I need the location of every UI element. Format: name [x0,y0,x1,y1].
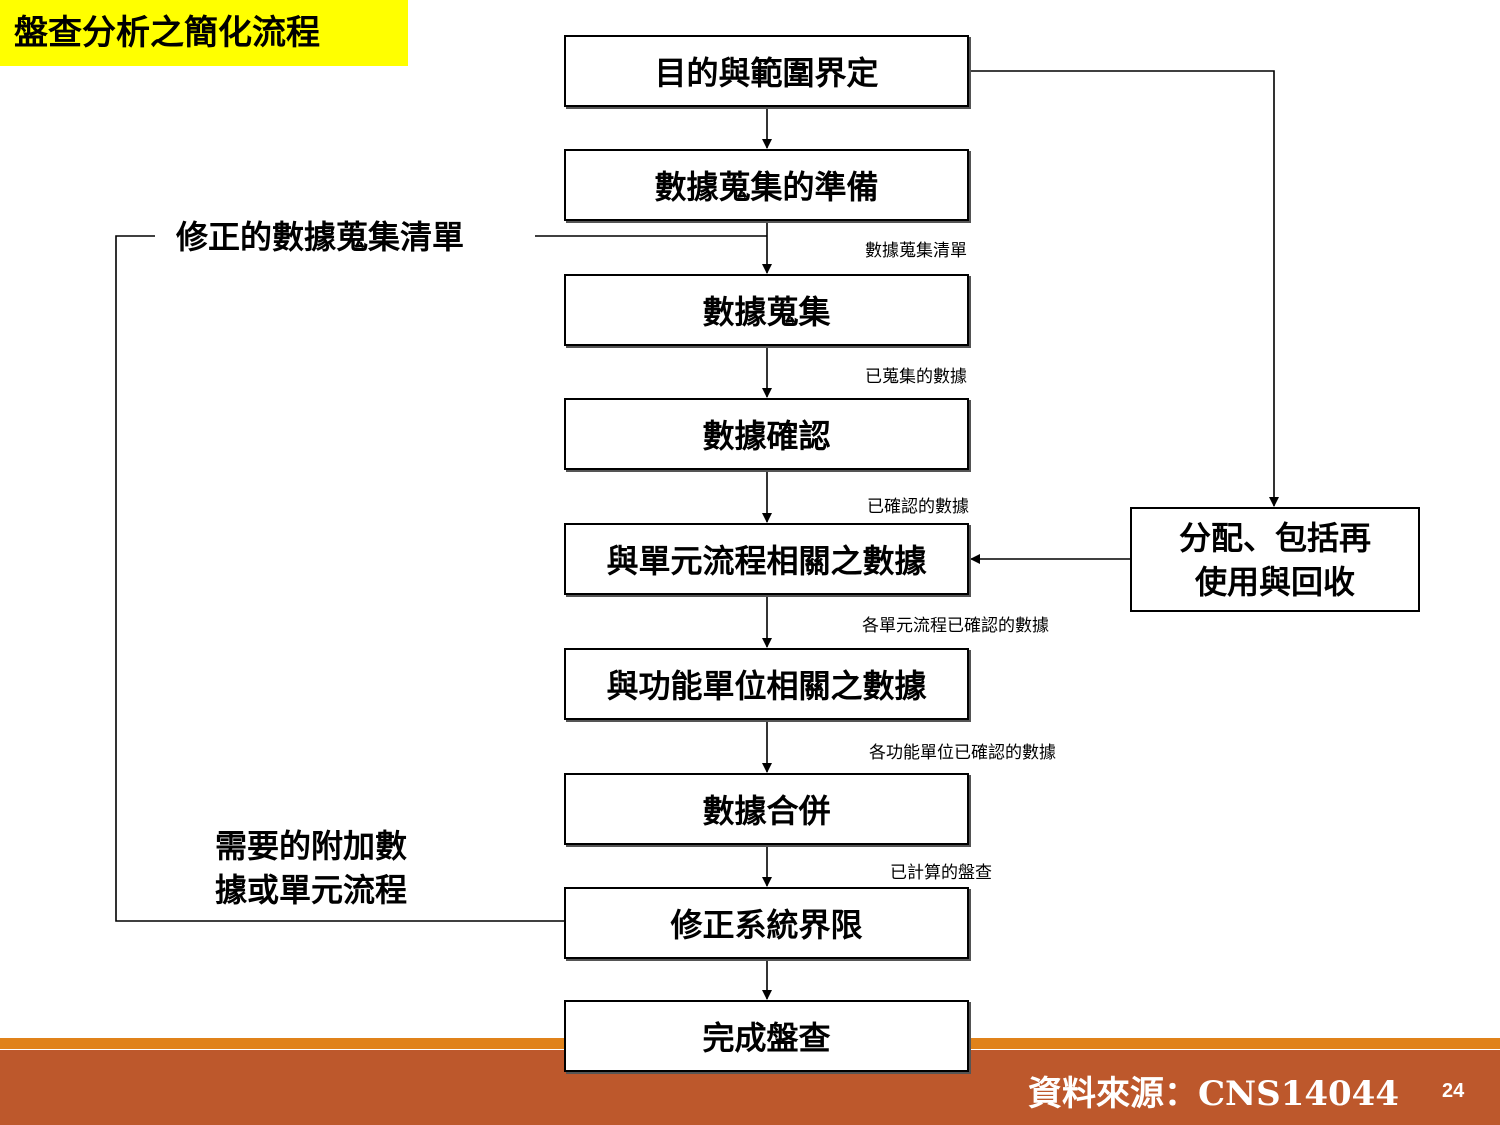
step-unit-process-data: 與單元流程相關之數據 [564,523,969,595]
step-data-validation: 數據確認 [564,398,969,470]
source-citation: 資料來源：CNS14044 [1028,1074,1399,1114]
edge-label: 各功能單位已確認的數據 [869,743,1056,763]
additional-line-1: 需要的附加數 [215,827,408,865]
edge-label: 數據蒐集清單 [865,241,967,261]
step-complete-inventory: 完成盤查 [564,1000,969,1072]
step-refine-boundary: 修正系統界限 [564,887,969,959]
step-functional-unit-data: 與功能單位相關之數據 [564,648,969,720]
edge-label: 已計算的盤查 [890,863,992,883]
edge-label: 各單元流程已確認的數據 [862,616,1049,636]
slide-title: 盤查分析之簡化流程 [0,0,408,66]
feedback-loop-line [115,235,564,922]
feedback-label: 修正的數據蒐集清單 [176,218,465,256]
arrow-scope-to-allocation [969,70,1279,507]
step-data-collection: 數據蒐集 [564,274,969,346]
edge-label: 已確認的數據 [867,497,969,517]
edge-label: 已蒐集的數據 [865,367,967,387]
page-number: 24 [1442,1080,1465,1102]
additional-line-2: 據或單元流程 [215,871,408,909]
step-data-aggregation: 數據合併 [564,773,969,845]
step-collection-prep: 數據蒐集的準備 [564,149,969,221]
allocation-line-2: 使用與回收 [1194,563,1355,601]
allocation-line-1: 分配、包括再 [1178,519,1371,557]
additional-data-label: 需要的附加數 據或單元流程 [215,824,407,912]
allocation-box: 分配、包括再 使用與回收 [1130,507,1420,612]
step-goal-scope: 目的與範圍界定 [564,35,969,107]
